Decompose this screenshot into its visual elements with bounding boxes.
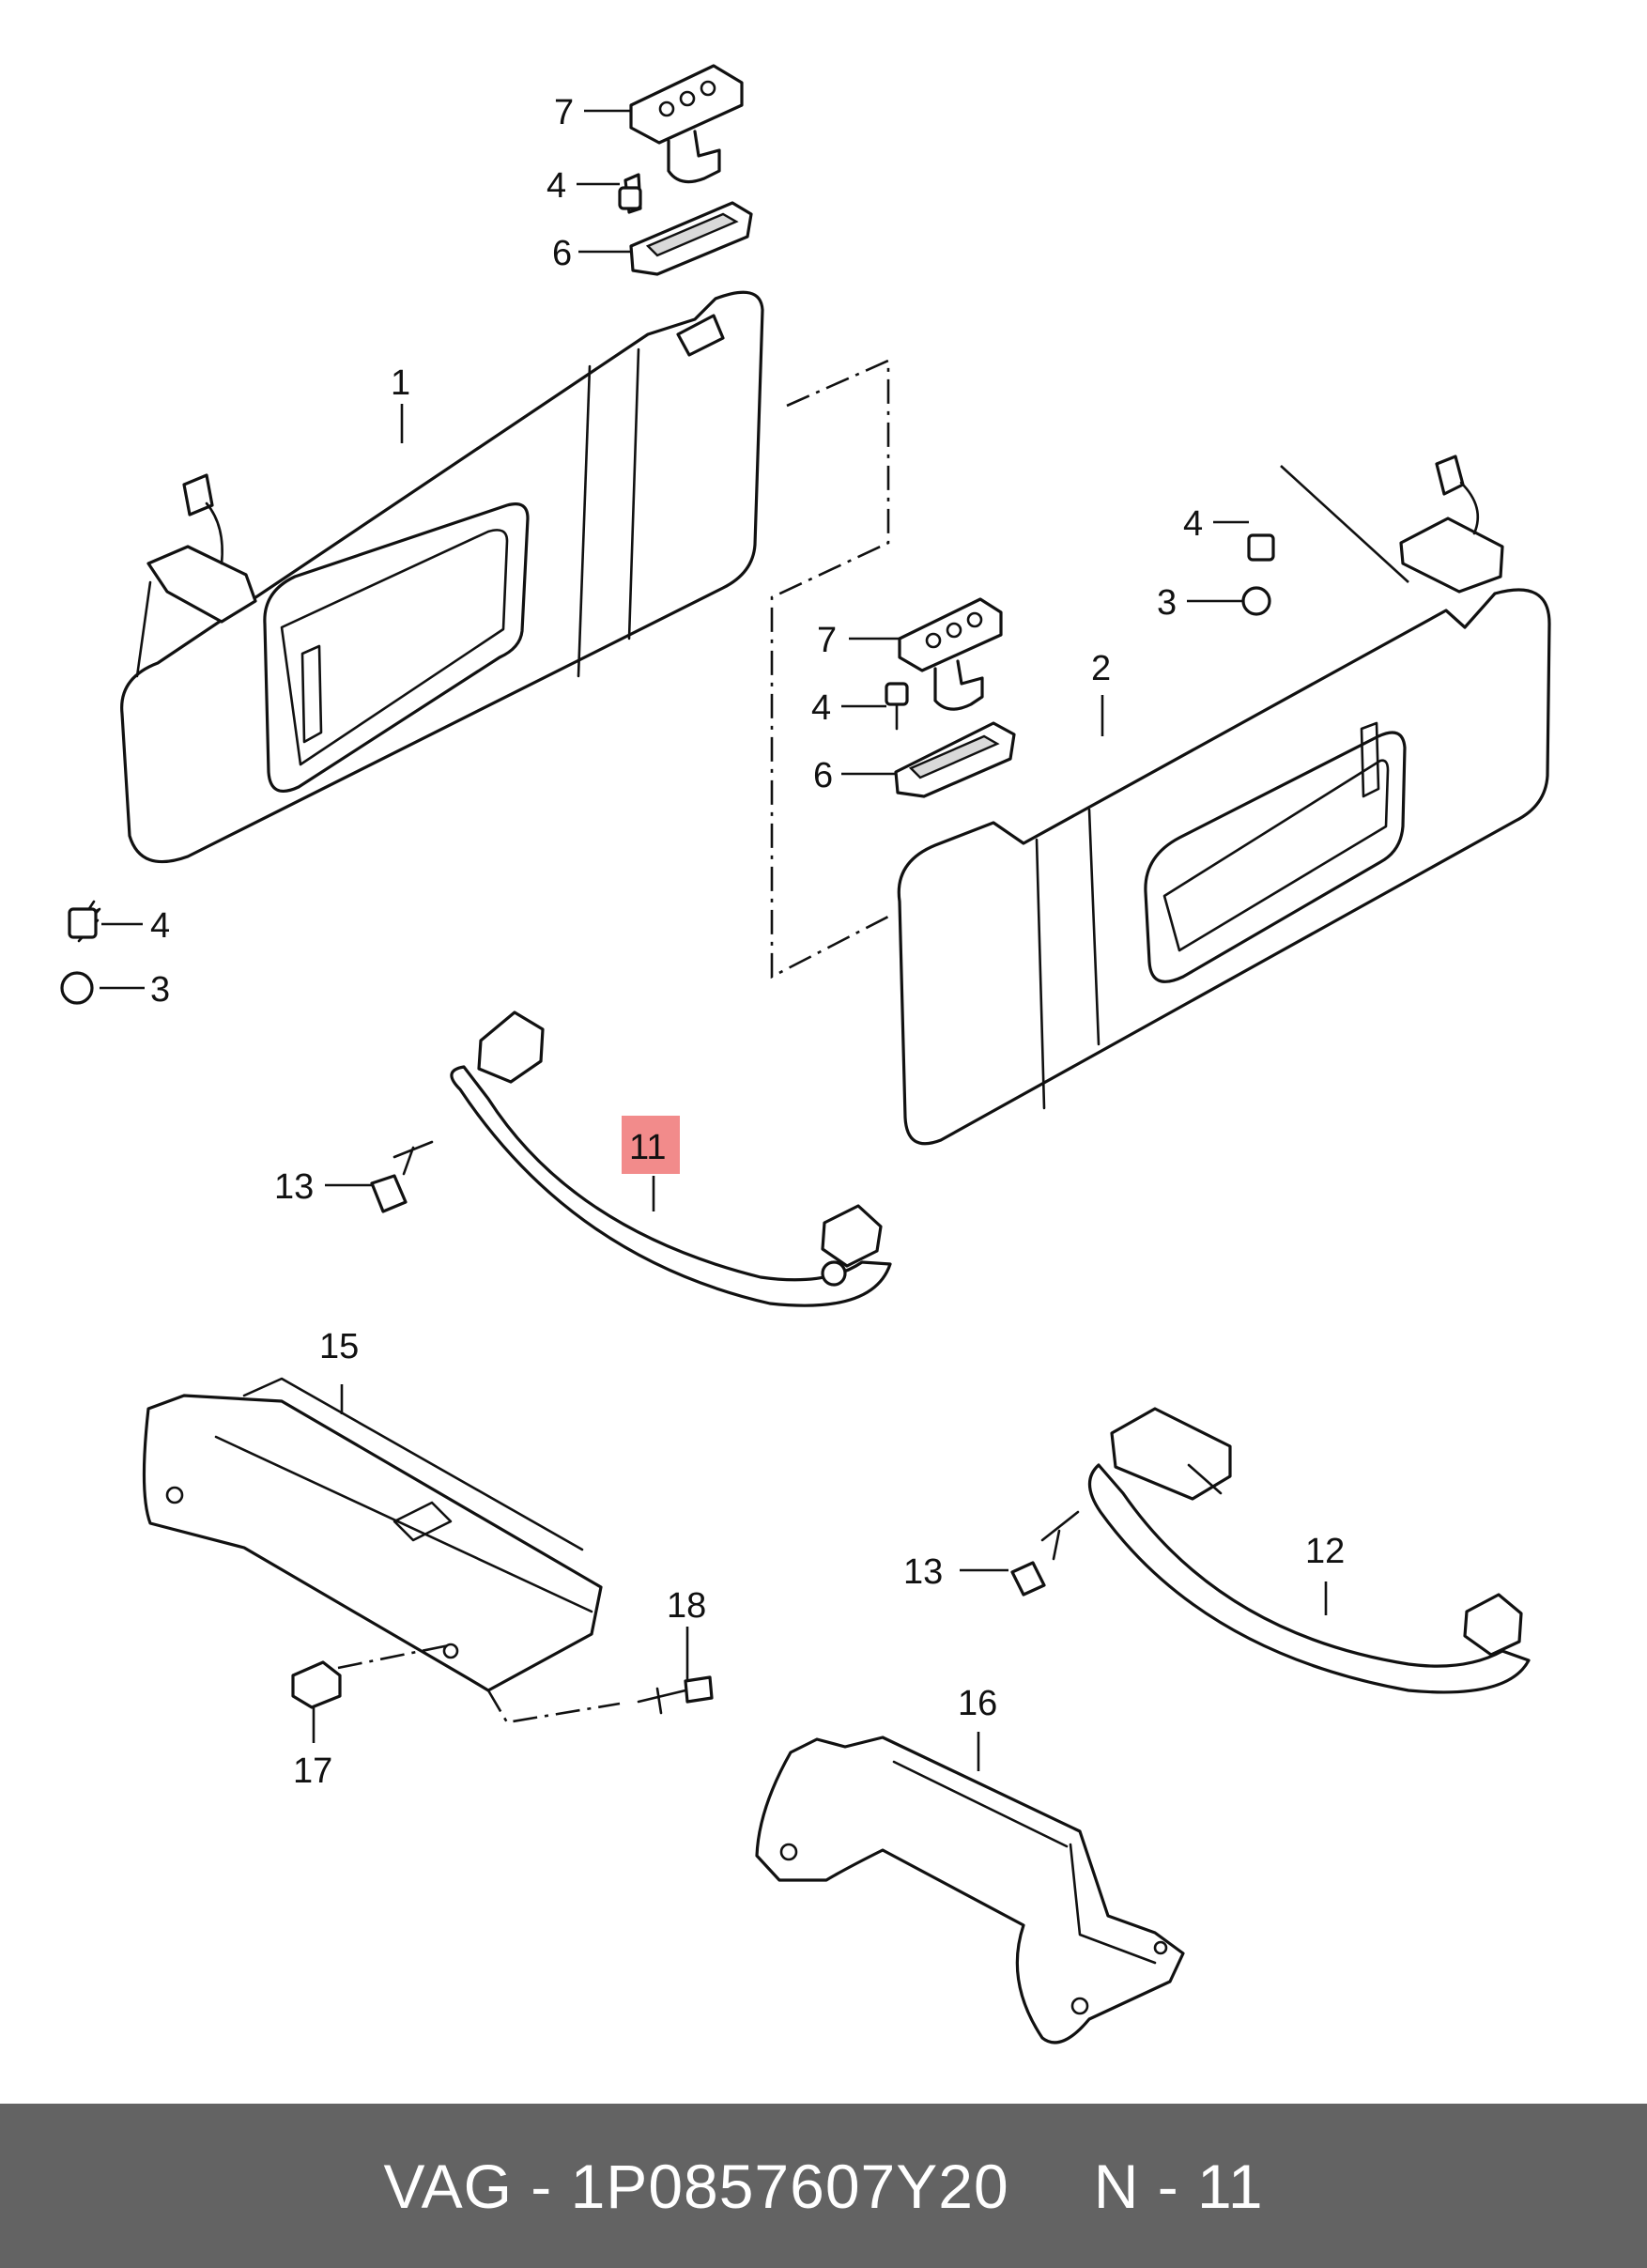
- screw-set-left: [60, 900, 101, 1005]
- callout-16: 16: [958, 1684, 997, 1723]
- callout-2: 2: [1091, 649, 1111, 688]
- dashdot-frame: [770, 358, 890, 980]
- exploded-parts-diagram: 7 4 6 1 4 3 7 4 6 2 4 3 13 11 15 18 17 1…: [60, 64, 1551, 2044]
- leader-lines: [100, 109, 1409, 1771]
- grab-handle-11: [370, 1011, 892, 1307]
- grab-handle-12: [1010, 1407, 1531, 1694]
- callout-17: 17: [293, 1751, 332, 1791]
- bracket-15: [142, 1377, 714, 1724]
- sun-visor-left: [120, 290, 764, 864]
- callout-3-right: 3: [1157, 583, 1177, 623]
- callout-4-left: 4: [150, 906, 170, 946]
- callout-6-top: 6: [552, 234, 572, 273]
- callout-4-right: 4: [1183, 504, 1203, 544]
- callout-12: 12: [1305, 1532, 1345, 1571]
- clip-assembly-middle: [885, 597, 1016, 798]
- callout-6-middle: 6: [813, 756, 833, 795]
- callout-11: 11: [629, 1128, 666, 1167]
- callouts: 7 4 6 1 4 3 7 4 6 2 4 3 13 11 15 18 17 1…: [150, 93, 1345, 1791]
- highlight-box-11: [622, 1116, 680, 1174]
- clip-assembly-top: [618, 64, 753, 276]
- callout-4-top: 4: [546, 166, 566, 206]
- callout-1: 1: [391, 363, 410, 403]
- bracket-16: [755, 1736, 1185, 2044]
- footer-bar: VAG - 1P0857607Y20 N - 11: [0, 2104, 1647, 2268]
- callout-4-middle: 4: [811, 688, 831, 728]
- part-number-label: VAG - 1P0857607Y20: [383, 2151, 1009, 2221]
- callout-18: 18: [667, 1586, 706, 1626]
- position-label: N - 11: [1093, 2151, 1264, 2221]
- callout-7-top: 7: [554, 93, 574, 132]
- sun-visor-right: [897, 455, 1551, 1146]
- callout-7-middle: 7: [817, 621, 837, 660]
- callout-13-upper: 13: [274, 1167, 314, 1207]
- callout-3-left: 3: [150, 970, 170, 1010]
- callout-15: 15: [319, 1327, 359, 1366]
- callout-13-lower: 13: [903, 1552, 943, 1592]
